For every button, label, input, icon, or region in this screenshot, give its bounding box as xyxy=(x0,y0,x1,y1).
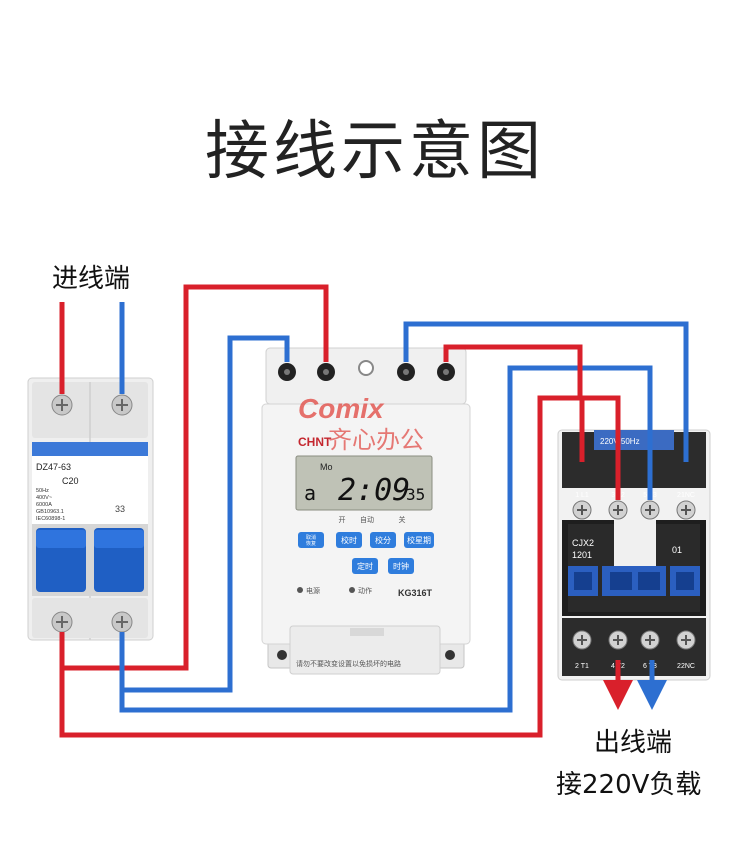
timer-button[interactable] xyxy=(298,532,324,548)
power-indicator-label: 电源 xyxy=(306,586,320,595)
lcd-seconds: 35 xyxy=(406,485,425,504)
terminal-label: 2 T1 xyxy=(575,663,589,670)
screw-icon xyxy=(608,630,628,650)
timer-status-label: 自动 xyxy=(360,515,374,524)
terminal-label: 1 L1 xyxy=(575,492,589,499)
terminal-label: 21NC xyxy=(677,492,695,499)
timer-button[interactable] xyxy=(388,558,414,574)
breaker-spec-line: IEC60898-1 xyxy=(36,516,65,522)
screw-icon xyxy=(676,630,696,650)
timer-button-label: 时钟 xyxy=(393,561,409,571)
screw-icon xyxy=(640,630,660,650)
circuit-breaker: DZ47-63 C20 50Hz400V~6000AGB10963.1IEC60… xyxy=(27,377,154,641)
contactor-slot: 01 xyxy=(672,545,682,555)
screw-icon xyxy=(111,611,133,633)
timer-button-label: 定时 xyxy=(357,561,373,571)
breaker-spec-line: 400V~ xyxy=(36,495,52,501)
terminal-label: 22NC xyxy=(677,663,695,670)
screw-icon xyxy=(640,500,660,520)
timer-status-label: 开 xyxy=(339,516,346,524)
lcd-mode: a xyxy=(304,481,316,505)
contactor-code: 1201 xyxy=(572,550,592,560)
load-label: 接220V负载 xyxy=(556,770,702,800)
timer-button-label: 取消 xyxy=(306,534,316,541)
lcd-time: 2:09 xyxy=(338,473,410,508)
contactor-model: CJX2 xyxy=(572,538,594,548)
screw-icon xyxy=(51,394,73,416)
breaker-spec-line: 50Hz xyxy=(36,488,49,494)
breaker-spec-line: GB10963.1 xyxy=(36,509,64,515)
screw-icon xyxy=(572,630,592,650)
lcd-day: Mo xyxy=(320,462,333,472)
watermark-brand: Comix xyxy=(298,393,385,424)
timer-status-label: 关 xyxy=(399,515,406,524)
timer-button-label: 恢复 xyxy=(306,540,316,547)
action-indicator xyxy=(349,587,355,593)
wires xyxy=(59,284,689,738)
timer-button[interactable] xyxy=(352,558,378,574)
timer-button-label: 校时 xyxy=(341,535,357,545)
timer-brand: CHNT xyxy=(298,435,332,449)
power-indicator xyxy=(297,587,303,593)
timer-button[interactable] xyxy=(336,532,362,548)
screw-icon xyxy=(51,611,73,633)
timer-button[interactable] xyxy=(370,532,396,548)
screw-icon xyxy=(572,500,592,520)
page-title: 接线示意图 xyxy=(205,115,545,189)
timer-button-label: 校分 xyxy=(375,535,391,545)
timer-button-label: 校星期 xyxy=(407,535,431,545)
watermark-sub: 齐心办公 xyxy=(328,426,424,454)
timer-status-labels: 开 自动 关 xyxy=(339,515,406,524)
screw-icon xyxy=(608,500,628,520)
breaker-rating: C20 xyxy=(62,476,79,486)
breaker-spec-line: 6000A xyxy=(36,502,52,508)
timer-model: KG316T xyxy=(398,588,433,598)
screw-icon xyxy=(676,500,696,520)
input-terminal-label: 进线端 xyxy=(52,264,131,294)
breaker-model: DZ47-63 xyxy=(36,462,71,472)
lcd-display xyxy=(295,455,433,511)
breaker-poles: 33 xyxy=(115,504,125,514)
screw-icon xyxy=(111,394,133,416)
timer-bottom-note: 请勿不要改变设置以免损坏的电路 xyxy=(296,659,401,668)
action-indicator-label: 动作 xyxy=(358,586,372,595)
timer-button[interactable] xyxy=(404,532,434,548)
output-terminal-label: 出线端 xyxy=(594,728,673,758)
